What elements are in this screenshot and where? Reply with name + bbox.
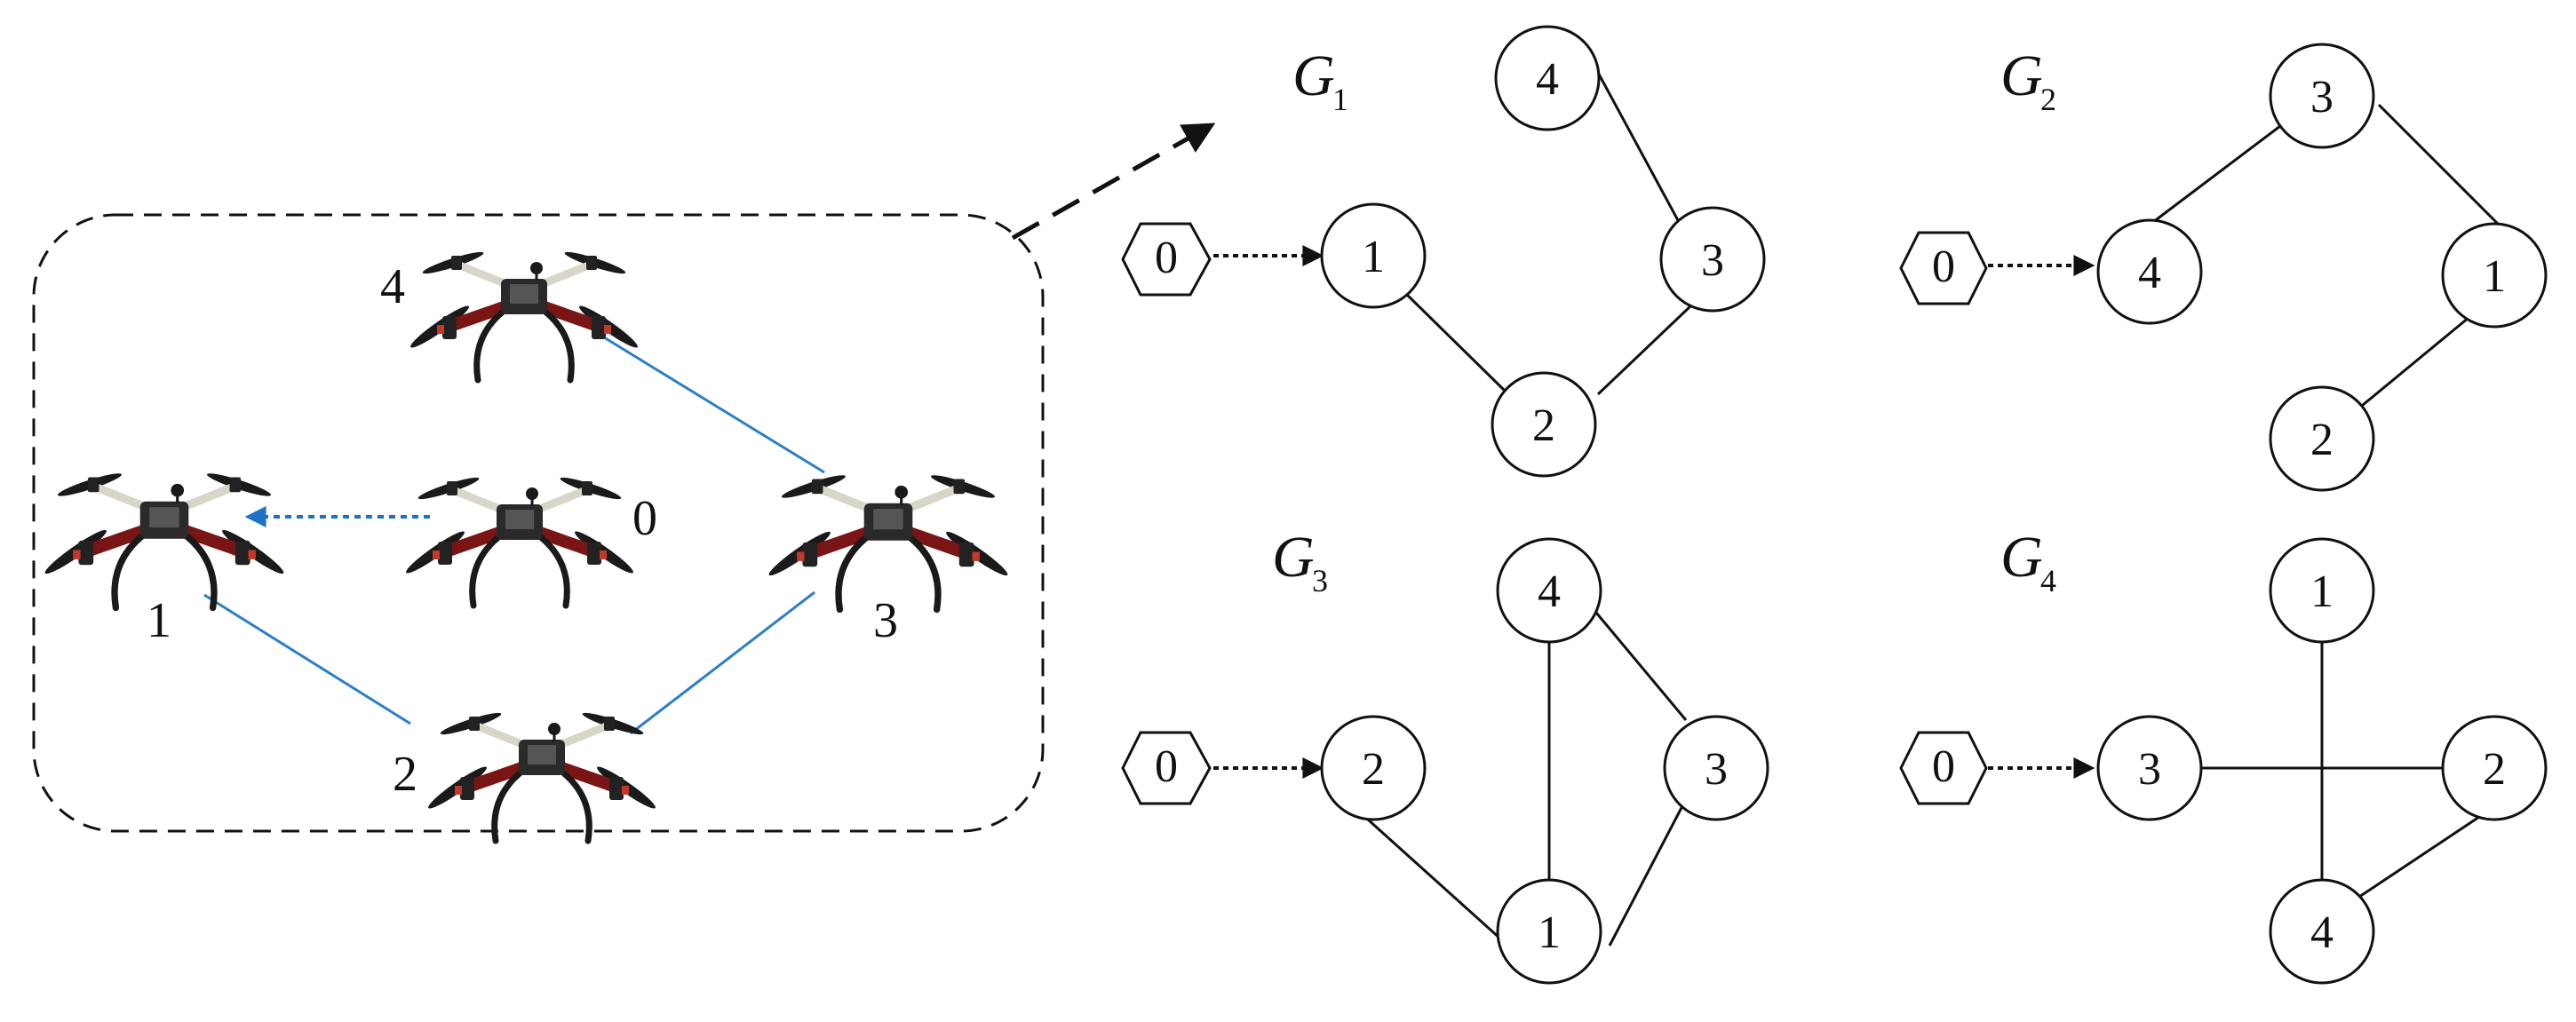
graph-node (1320, 715, 1427, 821)
drone-1 (42, 470, 287, 607)
graph-node (2269, 537, 2375, 644)
leader-label: 0 (1155, 741, 1178, 792)
drone-link-2-3 (630, 590, 815, 735)
drone-0 (403, 474, 636, 606)
node-label: 2 (1532, 400, 1555, 451)
drone-label-2: 2 (393, 747, 417, 802)
leader-label: 0 (1932, 242, 1955, 292)
node-label: 4 (2310, 907, 2334, 958)
edge (1608, 800, 1687, 947)
graph-g3-title: G (1272, 525, 1315, 590)
graph-g1-title: G (1292, 44, 1335, 108)
graph-g4-title: G (2000, 525, 2043, 590)
drone-label-4: 4 (380, 259, 405, 314)
leader-hexagon (1121, 222, 1212, 297)
graph-node (1663, 715, 1769, 821)
graph-node (1496, 537, 1602, 644)
edge (2358, 815, 2480, 899)
graph-g3-subscript: 3 (1312, 563, 1328, 598)
leader-hexagon (1899, 231, 1988, 305)
edge (1594, 68, 1681, 223)
leader-label: 0 (1932, 741, 1955, 792)
graph-g1-subscript: 1 (1332, 82, 1348, 117)
drone-link-1-2 (203, 593, 411, 725)
node-label: 3 (1701, 235, 1724, 286)
graph-node (2441, 222, 2548, 329)
graph-node (2441, 715, 2548, 821)
graph-g2-title: G (2000, 44, 2043, 108)
node-label: 4 (1536, 54, 1559, 105)
edge (2377, 103, 2503, 229)
leader-label: 0 (1155, 233, 1178, 283)
edge (1357, 810, 1503, 941)
drone-4 (408, 249, 640, 380)
graph-g3: G 3 0 4 2 3 1 (1121, 525, 1769, 985)
graph-g4-subscript: 4 (2040, 563, 2056, 598)
edge (1590, 606, 1688, 721)
drone-2 (425, 709, 658, 841)
graph-g1: G 1 0 4 1 3 2 (1121, 25, 1766, 478)
node-label: 1 (2310, 566, 2334, 617)
graph-g2: G 2 0 3 4 1 2 (1899, 43, 2548, 492)
edge (2152, 119, 2288, 224)
graph-node (2269, 43, 2375, 149)
leader-hexagon (1121, 731, 1212, 805)
node-label: 2 (1362, 744, 1385, 795)
drone-3 (766, 471, 1011, 609)
graph-node (1320, 202, 1427, 309)
drone-link-4-3 (603, 336, 825, 474)
graph-node (2269, 878, 2375, 985)
graph-node (1496, 878, 1602, 985)
edge (2357, 307, 2480, 411)
node-label: 1 (1362, 232, 1385, 282)
node-label: 4 (2138, 248, 2161, 298)
edge (1596, 304, 1693, 396)
graph-node (1491, 371, 1597, 478)
drone-label-1: 1 (147, 593, 171, 648)
graph-node (1659, 206, 1766, 313)
graph-g2-subscript: 2 (2040, 82, 2056, 117)
drone-formation-panel: 4 1 0 3 2 (32, 213, 1045, 841)
drone-label-0: 0 (632, 491, 657, 546)
node-label: 1 (1538, 907, 1561, 958)
drone-label-3: 3 (873, 593, 898, 648)
graph-node (2096, 218, 2203, 325)
node-label: 3 (2138, 744, 2161, 795)
node-label: 2 (2483, 744, 2506, 795)
graph-g4: G 4 0 1 3 2 4 (1899, 525, 2548, 985)
node-label: 1 (2483, 251, 2506, 302)
panel-to-graph-arrow (1011, 123, 1216, 241)
drone-panel-border (32, 213, 1045, 833)
node-label: 2 (2310, 415, 2334, 465)
graph-node (2096, 715, 2203, 821)
edge (1403, 291, 1506, 392)
graph-node (2269, 385, 2375, 492)
node-label: 3 (1705, 744, 1728, 795)
node-label: 4 (1538, 566, 1561, 617)
leader-hexagon (1899, 731, 1988, 805)
node-label: 3 (2310, 72, 2334, 123)
graph-node (1494, 25, 1601, 131)
